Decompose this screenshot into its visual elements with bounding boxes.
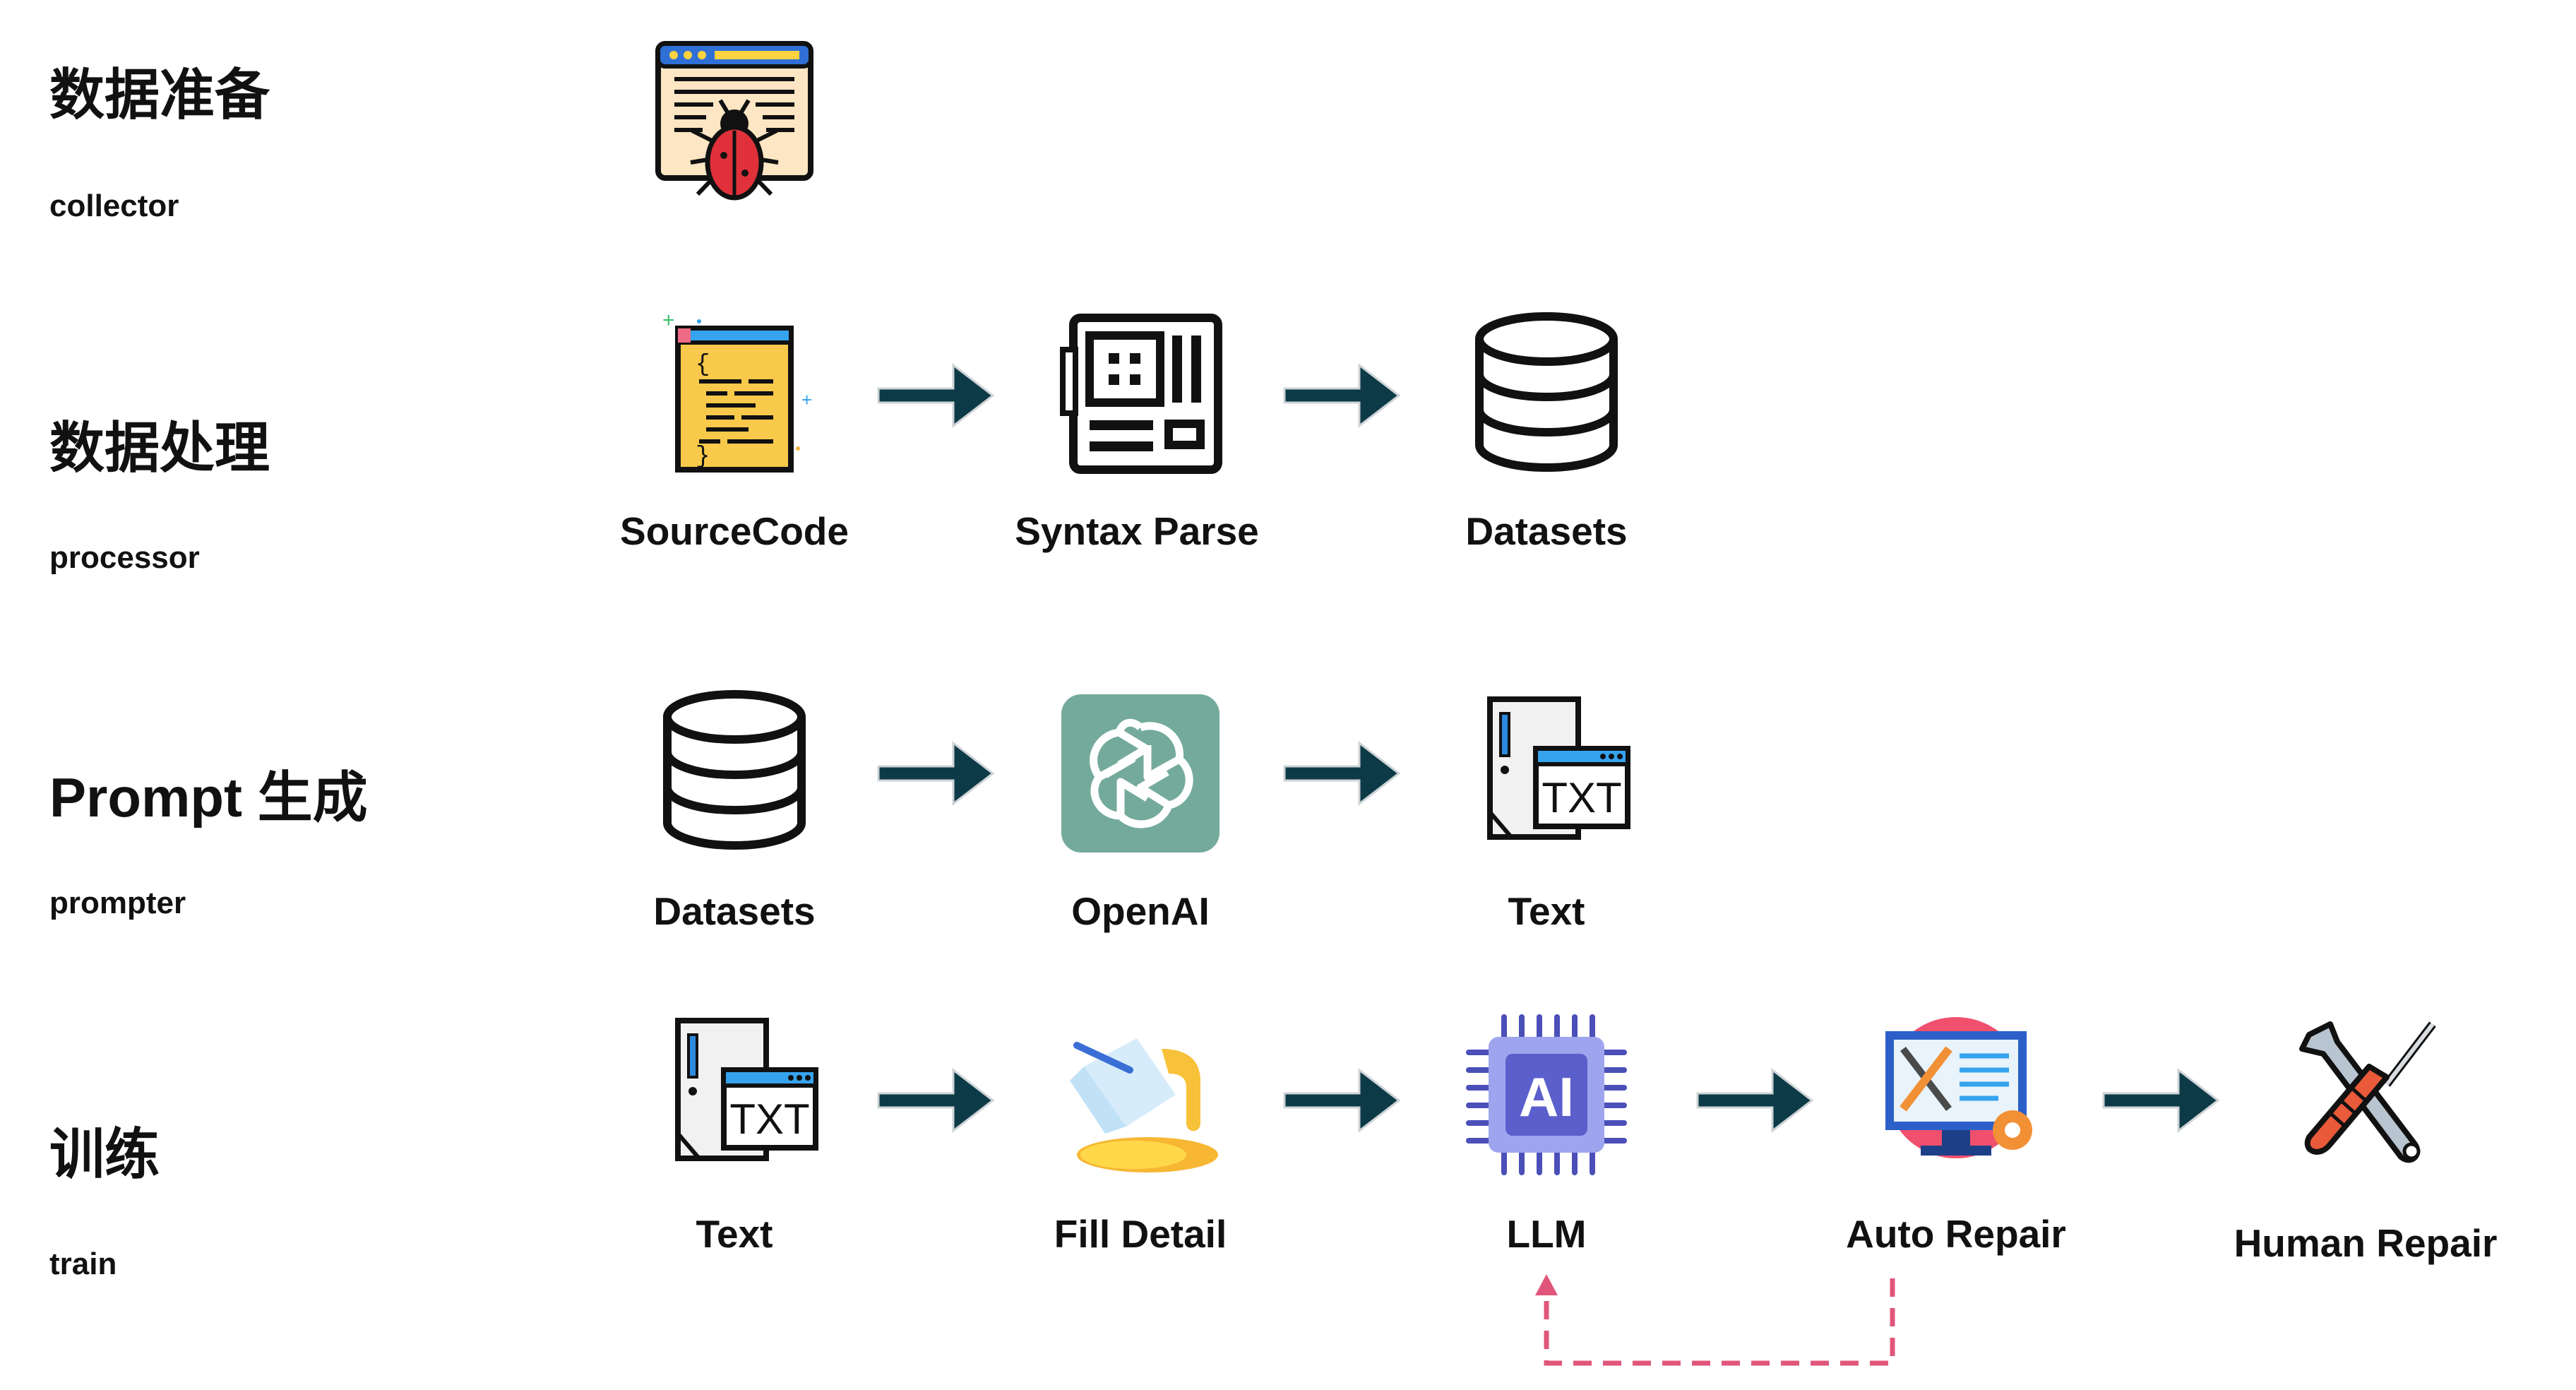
svg-text:}: }	[696, 444, 710, 470]
paint-bucket-icon	[1056, 1010, 1225, 1180]
txt-file-icon	[650, 1010, 819, 1180]
arrow-4	[1283, 742, 1400, 805]
human-repair-label: Human Repair	[2234, 1221, 2498, 1265]
arrow-8	[2102, 1069, 2219, 1132]
svg-text:+: +	[662, 309, 675, 332]
stage-title-processor: 数据处理	[49, 417, 270, 479]
arrow-2	[1283, 364, 1400, 427]
text-label-train: Text	[696, 1212, 773, 1256]
openai-node	[1056, 689, 1225, 858]
arrow-5	[877, 1069, 994, 1132]
datasets-node-prompter	[650, 689, 819, 858]
source-code-node: + + { }	[650, 307, 819, 477]
fill-detail-label: Fill Detail	[1054, 1212, 1227, 1256]
openai-logo-icon	[1056, 689, 1225, 858]
wrench-screwdriver-icon	[2281, 1010, 2450, 1180]
llm-label: LLM	[1506, 1212, 1587, 1256]
svg-text:AI: AI	[1519, 1066, 1574, 1128]
database-icon	[1462, 311, 1631, 480]
stage-title-collector: 数据准备	[49, 64, 270, 126]
text-node-train	[650, 1010, 819, 1180]
arrow-6	[1283, 1069, 1400, 1132]
text-label-prompter: Text	[1508, 889, 1585, 933]
stage-sub-prompter: prompter	[49, 886, 186, 920]
stage-sub-train: train	[49, 1247, 117, 1281]
ai-chip-icon: AI	[1462, 1010, 1631, 1180]
stage-sub-processor: processor	[49, 540, 200, 575]
source-code-icon: + + { }	[650, 307, 819, 477]
llm-node: AI	[1462, 1010, 1631, 1180]
cpu-chip-icon	[1056, 307, 1225, 477]
datasets-label-prompter: Datasets	[653, 889, 816, 933]
datasets-label-processor: Datasets	[1465, 509, 1628, 553]
syntax-parse-node	[1056, 307, 1225, 477]
svg-text:{: {	[696, 352, 710, 379]
openai-label: OpenAI	[1071, 889, 1210, 933]
auto-repair-node	[1871, 1010, 2041, 1180]
arrow-7	[1696, 1069, 1813, 1132]
human-repair-node	[2281, 1010, 2450, 1180]
datasets-node-processor	[1462, 311, 1631, 480]
stage-title-prompter: Prompt 生成	[49, 766, 368, 828]
fill-detail-node	[1056, 1010, 1225, 1180]
text-node-prompter	[1462, 689, 1631, 858]
database-icon	[650, 689, 819, 858]
auto-repair-label: Auto Repair	[1846, 1212, 2066, 1256]
txt-file-icon	[1462, 689, 1631, 858]
collector-node	[650, 35, 819, 205]
syntax-parse-label: Syntax Parse	[1015, 509, 1259, 553]
stage-sub-collector: collector	[49, 189, 179, 223]
source-code-label: SourceCode	[620, 509, 849, 553]
svg-text:+: +	[801, 389, 812, 410]
bug-browser-icon	[650, 35, 819, 205]
monitor-repair-icon	[1871, 1010, 2041, 1180]
arrow-3	[877, 742, 994, 805]
stage-title-train: 训练	[49, 1123, 160, 1185]
arrow-1	[877, 364, 994, 427]
feedback-loop-arrow	[1535, 1274, 1895, 1366]
